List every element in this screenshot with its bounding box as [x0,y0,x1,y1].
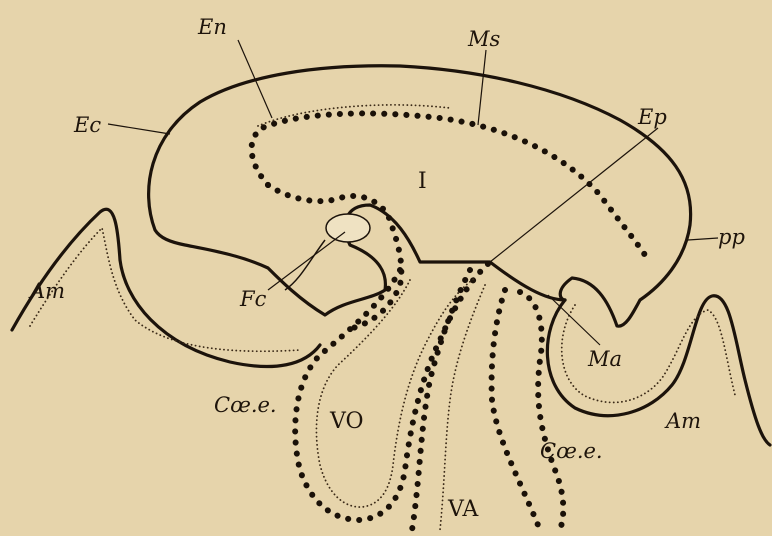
leader-ma [548,295,600,345]
fc-cavity [326,214,370,242]
leader-en [238,40,272,118]
label-ma: Ma [587,347,622,371]
va-tube-right [492,290,540,530]
label-ep: Ep [637,105,667,129]
fc-outline [285,240,325,290]
leader-ec [108,124,170,134]
label-ec: Ec [73,113,101,137]
label-coe-left: Cœ.e. [214,393,277,417]
label-en: En [197,15,227,39]
leader-ms [478,50,486,125]
amnion-right-outline [547,296,770,445]
label-fc: Fc [239,287,267,311]
leader-fc [268,232,345,290]
label-i: I [418,169,427,194]
label-am-left: Am [28,279,65,303]
leader-ep [490,128,658,262]
endoderm-row-top [252,113,645,255]
label-pp: pp [718,225,745,249]
label-va: VA [447,497,479,522]
label-am-right: Am [664,409,701,433]
leader-pp [688,238,718,240]
label-vo: VO [329,409,364,434]
label-ms: Ms [467,27,501,51]
label-coe-right: Cœ.e. [540,439,603,463]
